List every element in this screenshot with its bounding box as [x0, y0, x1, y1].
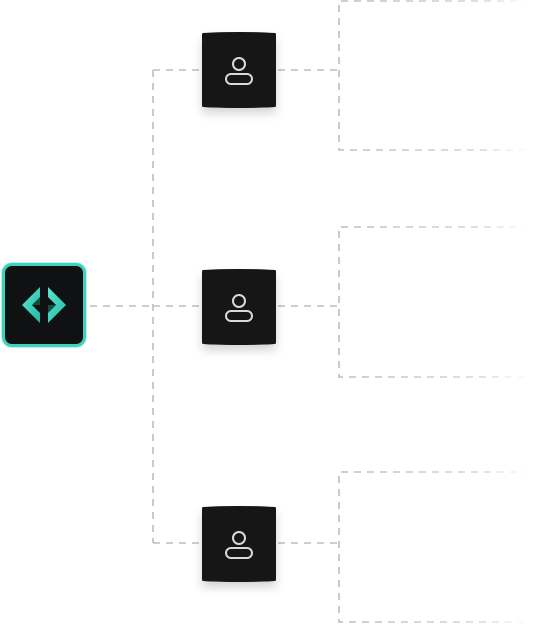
code-brackets-icon — [18, 279, 70, 331]
user-node[interactable] — [202, 506, 276, 582]
content-panel-3 — [338, 471, 530, 623]
root-node[interactable] — [2, 263, 86, 347]
user-icon — [222, 290, 256, 324]
user-icon — [222, 527, 256, 561]
user-node[interactable] — [202, 269, 276, 345]
user-icon — [222, 53, 256, 87]
user-node[interactable] — [202, 32, 276, 108]
content-panel-1 — [338, 0, 530, 151]
content-panel-2 — [338, 226, 530, 378]
